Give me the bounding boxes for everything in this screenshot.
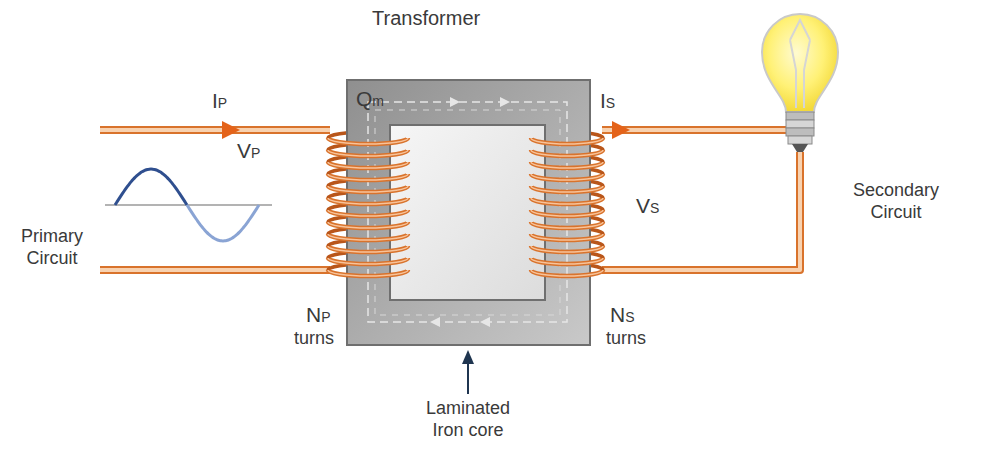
label: turns — [606, 328, 646, 350]
label: Qm — [356, 86, 384, 111]
label: IP — [212, 88, 227, 113]
current-arrow — [222, 121, 240, 139]
ac-source-wave — [105, 169, 272, 241]
label: Secondary Circuit — [838, 180, 954, 223]
current-arrow — [612, 121, 630, 139]
iron-core — [347, 80, 590, 345]
label: Laminated Iron core — [418, 398, 518, 441]
label: Primary Circuit — [6, 226, 98, 269]
label: turns — [294, 328, 334, 350]
label: VS — [636, 193, 659, 218]
label: NP — [306, 302, 331, 327]
label: NS — [610, 302, 635, 327]
light-bulb — [762, 14, 838, 152]
label: VP — [237, 138, 260, 163]
label: Transformer — [372, 6, 480, 30]
label: IS — [600, 88, 615, 113]
coil-winding — [328, 138, 603, 276]
leader-arrow — [462, 350, 474, 394]
